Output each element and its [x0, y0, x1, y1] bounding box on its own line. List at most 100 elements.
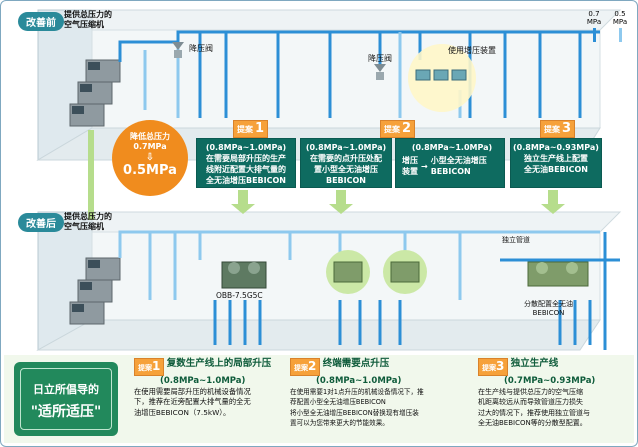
legend-item-0: 0.7 MPa: [582, 10, 606, 42]
independent-pipe-label: 独立管道: [502, 236, 530, 244]
proposal-1-box: (0.8MPa~1.0MPa) 在需要局部升压的生产 线附近配置大排气量的 全无…: [196, 138, 296, 188]
proposal-3-range: (0.8MPa~0.93MPa): [513, 143, 599, 152]
proposal-3-badge-label: 提案: [544, 125, 560, 134]
proposal-2b-source-1: 增压: [402, 156, 418, 165]
before-source-label: 提供总压力的 空气压缩机: [64, 10, 112, 30]
bebicon-machine-2: [333, 261, 363, 283]
footer-col-1-badge-label: 提案: [138, 364, 152, 372]
footer-col-2-badge-num: 2: [308, 359, 317, 373]
footer-panel-line-1: 日立所倡导的: [33, 383, 99, 396]
proposal-3-line-1: 独立生产线上配置: [524, 154, 588, 163]
proposal-2-line-2: 置小型全无油增压: [314, 165, 378, 174]
footer-col-2-badge: 提案2: [290, 358, 321, 376]
machine-label: OBB-7.5G5C: [216, 291, 263, 300]
legend-swatch-1: [618, 28, 622, 42]
footer-col-3-text-3: 过大的情况下，推荐使用独立管道与: [478, 408, 590, 417]
bebicon-machine-1: [221, 261, 267, 289]
proposal-2-badge-num: 2: [402, 121, 412, 136]
legend-item-1: 0.5 MPa: [608, 10, 632, 42]
proposal-2-range: (0.8MPa~1.0MPa): [305, 143, 387, 152]
footer-panel-line-2: "适所适压": [30, 404, 102, 420]
proposal-2b-target-1: 小型全无油增压: [430, 156, 487, 165]
proposal-1-badge-label: 提案: [237, 125, 253, 134]
footer-col-1-text-2: 下，推荐在近旁配置大排气量的全无: [134, 397, 251, 406]
pipes-after-boosted: [213, 300, 592, 345]
reduce-valve-icon: [172, 42, 184, 58]
proposal-3-box: (0.8MPa~0.93MPa) 独立生产线上配置 全无油BEBICON: [510, 138, 602, 188]
legend-unit-0: MPa: [586, 18, 602, 26]
compressor-stack-after: [69, 257, 121, 325]
proposal-1-line-3: 全无油增压BEBICON: [205, 176, 286, 185]
footer-col-1-badge: 提案1: [134, 358, 165, 376]
footer-col-3-title: 独立生产线: [510, 358, 559, 369]
footer-col-2-text-4: 置可以为您带来更大的节能效果。: [290, 419, 389, 427]
footer-col-2: 提案2 终端需要点升压 (0.8MPa~1.0MPa) 在使用需要1对1点升压的…: [290, 358, 470, 429]
footer-col-2-title: 终端需要点升压: [322, 358, 390, 369]
pipes-after: [118, 230, 620, 350]
footer-col-1-title: 复数生产线上的局部升压: [166, 358, 272, 369]
proposal-2b-box: (0.8MPa~1.0MPa) 增压 装置 → 小型全无油增压 BEBICON: [395, 138, 505, 188]
footer-col-3-badge-num: 3: [496, 359, 505, 373]
footer-col-2-text-1: 在使用需要1对1点升压的机械设备情况下，推: [290, 387, 424, 396]
proposal-2b-target-2: BEBICON: [430, 167, 471, 176]
footer-panel: 日立所倡导的 "适所适压": [14, 362, 118, 436]
legend-swatch-0: [592, 28, 596, 42]
lower-pressure-circle: [112, 120, 188, 196]
distributed-line-2: BEBICON: [532, 309, 565, 317]
reduce-valve-label: 降压阀: [189, 44, 213, 53]
proposal-2-line-1: 在需要的点升压处配: [310, 154, 382, 163]
lower-pressure-value: 0.5MPa: [123, 163, 177, 178]
reduce-valve-icon-2: [374, 64, 386, 80]
footer-col-2-badge-label: 提案: [294, 364, 308, 372]
down-arrows: [231, 190, 565, 214]
before-source-line-2: 空气压缩机: [64, 20, 104, 29]
footer-panel-inner: 日立所倡导的 "适所适压": [20, 368, 112, 430]
footer-col-1-range: (0.8MPa~1.0MPa): [160, 376, 246, 386]
lower-pressure-line-2: 0.7MPa: [133, 142, 167, 151]
footer-col-2-head-row: 提案2 终端需要点升压: [290, 358, 470, 376]
proposal-2b-arrow: →: [421, 161, 428, 171]
lower-pressure-arrow: ⇩: [145, 152, 155, 163]
proposal-2b-row: 增压 装置 → 小型全无油增压 BEBICON: [402, 155, 502, 177]
bebicon-machine-4: [527, 261, 589, 287]
proposal-2-box: (0.8MPa~1.0MPa) 在需要的点升压处配 置小型全无油增压 BEBIC…: [300, 138, 392, 188]
legend: 0.7 MPa 0.5 MPa: [582, 10, 634, 46]
booster-units: [415, 69, 467, 81]
before-source-line-1: 提供总压力的: [64, 10, 112, 19]
proposal-2b-source-2: 装置: [402, 167, 418, 176]
proposal-2b-range: (0.8MPa~1.0MPa): [411, 143, 493, 152]
footer-col-2-text-2: 荐配置小型全无油增压BEBICON: [290, 398, 386, 406]
compressor-stack-before: [69, 59, 121, 127]
distributed-line-1: 分散配置全无油: [524, 300, 573, 308]
footer-col-3-badge-label: 提案: [482, 364, 496, 372]
bebicon-machine-3: [390, 261, 420, 283]
footer-col-1-badge-num: 1: [152, 359, 161, 373]
proposal-3-badge-num: 3: [562, 121, 572, 136]
before-tag: 改善前: [18, 12, 64, 31]
footer-col-2-text-3: 将小型全无油增压BEBICON替换现有增压装: [290, 408, 419, 417]
vertical-arrow-left: [88, 130, 94, 220]
proposal-1-line-2: 线附近配置大排气量的: [206, 165, 286, 174]
proposal-2b-target: 小型全无油增压 BEBICON: [431, 155, 487, 177]
footer-col-2-range: (0.8MPa~1.0MPa): [316, 376, 402, 386]
footer-col-3: 提案3 独立生产线 (0.7MPa~0.93MPa) 在生产线与提供总压力的空气…: [478, 358, 630, 429]
footer-col-1: 提案1 复数生产线上的局部升压 (0.8MPa~1.0MPa) 在使用需要局部升…: [134, 358, 280, 418]
proposal-1-line-1: 在需要局部升压的生产: [206, 154, 286, 163]
proposal-2b-source: 增压 装置: [402, 155, 418, 177]
footer-col-1-text-3: 油增压BEBICON（7.5kW）。: [134, 407, 231, 417]
booster-label: 使用增压装置: [448, 46, 496, 55]
lower-pressure-line-1: 降低总压力: [130, 132, 170, 141]
legend-value-1: 0.5: [614, 10, 626, 18]
proposal-2-badge-label: 提案: [384, 125, 400, 134]
reduce-valve-label-2: 降压阀: [368, 54, 392, 63]
legend-value-0: 0.7: [588, 10, 600, 18]
after-source-line-2: 空气压缩机: [64, 222, 104, 231]
footer-col-3-text-1: 在生产线与提供总压力的空气压缩: [478, 387, 583, 396]
footer-col-3-text-4: 全无油BEBICON等的分散型配置。: [478, 419, 587, 427]
proposal-3-line-2: 全无油BEBICON: [523, 165, 588, 174]
footer-col-3-text-2: 机距离较远从而导致管道压力损失: [478, 398, 583, 406]
footer-col-1-head-row: 提案1 复数生产线上的局部升压: [134, 358, 280, 376]
footer-col-3-badge: 提案3: [478, 358, 509, 376]
